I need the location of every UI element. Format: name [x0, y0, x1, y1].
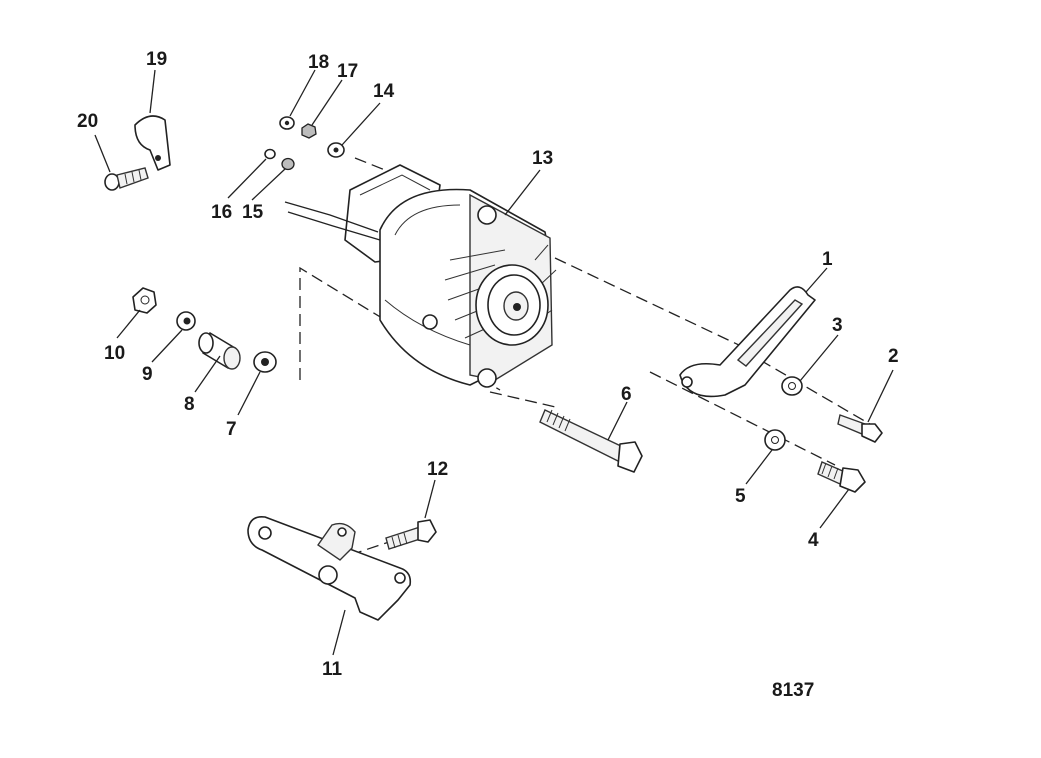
- washer-5: [764, 429, 786, 451]
- callout-2: 2: [888, 346, 899, 367]
- mounting-bracket: [247, 515, 412, 621]
- callout-6: 6: [621, 384, 632, 405]
- bolt-2: [837, 414, 883, 443]
- callout-19: 19: [146, 49, 167, 70]
- washer-3: [781, 376, 803, 396]
- washer-7: [253, 351, 277, 373]
- leader-lines: [94, 69, 894, 656]
- callout-labels: 1 2 3 4 5 6 7 8 9 10 11 12 13 14 15 16 1…: [77, 49, 899, 701]
- alternator: [284, 164, 557, 388]
- washer-16: [264, 148, 276, 160]
- callout-18: 18: [308, 52, 329, 73]
- callout-13: 13: [532, 148, 553, 169]
- nut-17: [301, 123, 317, 139]
- nut-10: [132, 287, 157, 314]
- clip-19: [134, 115, 171, 171]
- callout-9: 9: [142, 364, 153, 385]
- callout-20: 20: [77, 111, 98, 132]
- alternator-pulley: [475, 264, 549, 346]
- screw-20: [104, 167, 149, 191]
- callout-4: 4: [808, 530, 819, 551]
- callout-3: 3: [832, 315, 843, 336]
- callout-1: 1: [822, 249, 833, 270]
- spacer-8: [198, 332, 241, 370]
- callout-15: 15: [242, 202, 264, 223]
- bolt-4: [817, 461, 866, 493]
- nut-15: [281, 157, 295, 171]
- washer-14: [327, 142, 345, 158]
- drawing-number: 8137: [772, 680, 814, 701]
- callout-8: 8: [184, 394, 195, 415]
- callout-10: 10: [104, 343, 125, 364]
- bolt-12: [385, 519, 437, 550]
- bolt-6: [539, 409, 643, 473]
- callout-5: 5: [735, 486, 746, 507]
- assembly-lines: [299, 157, 881, 556]
- callout-14: 14: [373, 81, 395, 102]
- callout-7: 7: [226, 419, 237, 440]
- washer-9: [176, 311, 196, 331]
- callout-12: 12: [427, 459, 448, 480]
- callout-17: 17: [337, 61, 358, 82]
- nut-18: [279, 116, 295, 130]
- callout-16: 16: [211, 202, 232, 223]
- callout-11: 11: [322, 659, 343, 680]
- adjusting-brace: [679, 286, 816, 398]
